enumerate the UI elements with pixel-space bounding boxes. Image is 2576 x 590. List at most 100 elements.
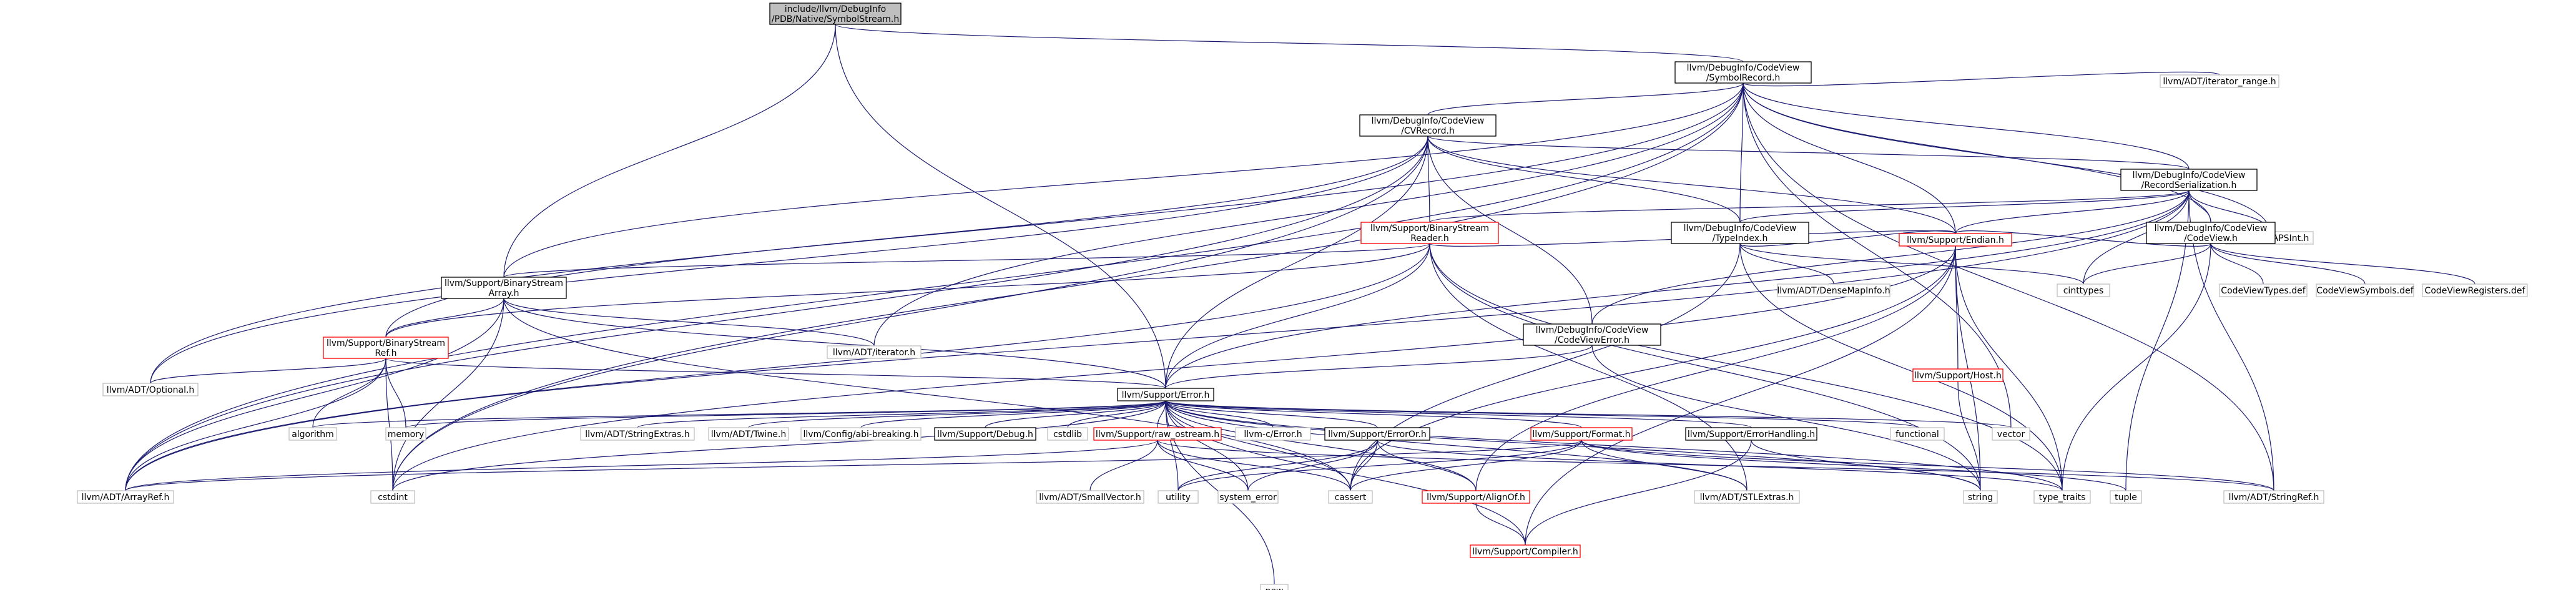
node-label: /CodeView.h <box>2184 234 2238 243</box>
node-label: /TypeIndex.h <box>1713 234 1768 243</box>
edge-error-to-compiler <box>1165 400 1526 546</box>
edge-error-to-memory <box>405 400 1166 428</box>
node-cvsymbols: CodeViewSymbols.def <box>2316 283 2414 297</box>
node-systemerror: system_error <box>1217 490 1279 504</box>
edge-cvrec-to-bsreader <box>1427 135 1430 223</box>
edge-erroror-to-alignof <box>1377 440 1477 491</box>
node-label: llvm/Support/BinaryStream <box>1370 224 1489 234</box>
edge-errhandling-to-string <box>1751 440 1981 491</box>
node-label: system_error <box>1219 493 1277 503</box>
node-typeindex[interactable]: llvm/DebugInfo/CodeView/TypeIndex.h <box>1671 222 1809 244</box>
node-box <box>1093 427 1222 441</box>
node-alignof[interactable]: llvm/Support/AlignOf.h <box>1422 490 1530 504</box>
edge-error-to-cerror <box>1165 400 1274 428</box>
edge-typeindex-to-densemapinfo <box>1739 243 1834 285</box>
edge-error-to-debug <box>985 400 1166 428</box>
edge-cvrec-to-typeindex <box>1427 135 1741 223</box>
edge-alignof-to-compiler <box>1475 503 1526 546</box>
node-box <box>1694 490 1800 504</box>
node-box <box>1523 323 1661 346</box>
node-box <box>288 427 337 441</box>
node-rawostream[interactable]: llvm/Support/raw_ostream.h <box>1093 427 1222 441</box>
node-box <box>2422 283 2528 297</box>
node-recser[interactable]: llvm/DebugInfo/CodeView/RecordSerializat… <box>2120 169 2258 191</box>
node-endian[interactable]: llvm/Support/Endian.h <box>1899 233 2012 247</box>
node-box <box>1890 427 1945 441</box>
node-erroror[interactable]: llvm/Support/ErrorOr.h <box>1324 427 1430 441</box>
node-box <box>1685 427 1817 441</box>
node-label: llvm/ADT/iterator.h <box>833 348 915 358</box>
edge-codeview-to-cvregisters <box>2210 243 2475 285</box>
node-box <box>1470 544 1581 558</box>
edge-bsref-to-error <box>385 358 1166 389</box>
edge-bsreader-to-string <box>1429 243 1981 491</box>
node-label: llvm/Support/Format.h <box>1532 430 1630 440</box>
edge-error-to-abibreaking <box>860 400 1166 428</box>
edge-symrec-to-typeindex <box>1739 82 1744 223</box>
edge-format-to-stringref <box>1581 440 2274 491</box>
node-label: llvm/Support/BinaryStream <box>327 338 445 348</box>
node-label: llvm/Config/abi-breaking.h <box>803 430 918 440</box>
node-box <box>1117 388 1214 401</box>
edge-layer <box>125 24 2475 585</box>
edge-recser-to-stringref <box>2188 190 2274 491</box>
edge-error-to-algorithm <box>312 400 1166 428</box>
edge-rawostream-to-systemerror <box>1157 440 1249 491</box>
edge-endian-to-alignof <box>1475 245 1956 491</box>
node-format[interactable]: llvm/Support/Format.h <box>1530 427 1633 441</box>
node-vector: vector <box>1992 427 2030 441</box>
node-cverror[interactable]: llvm/DebugInfo/CodeView/CodeViewError.h <box>1523 323 1661 346</box>
edge-format-to-stlextras <box>1581 440 1748 491</box>
node-cvrec[interactable]: llvm/DebugInfo/CodeView/CVRecord.h <box>1359 114 1497 137</box>
edge-bsref-to-algorithm <box>312 358 386 428</box>
node-label: tuple <box>2115 493 2137 503</box>
edge-error-to-vector <box>1165 400 2012 428</box>
node-compiler[interactable]: llvm/Support/Compiler.h <box>1470 544 1581 558</box>
node-debug[interactable]: llvm/Support/Debug.h <box>934 427 1036 441</box>
node-host[interactable]: llvm/Support/Host.h <box>1912 368 2003 382</box>
node-label: Array.h <box>488 288 519 298</box>
edge-codeview-to-cvtypes <box>2210 243 2264 285</box>
edge-bsref-to-arrayref <box>125 358 386 491</box>
node-label: llvm/ADT/DenseMapInfo.h <box>1777 286 1890 296</box>
edge-rawostream-to-arrayref <box>125 440 1158 491</box>
edge-bsarray-to-bsref <box>385 298 504 338</box>
node-label: llvm/DebugInfo/CodeView <box>2155 224 2268 234</box>
node-box <box>1359 114 1497 137</box>
node-label: llvm/Support/raw_ostream.h <box>1096 430 1219 440</box>
node-box <box>1360 222 1499 244</box>
node-tuple: tuple <box>2110 490 2142 504</box>
edge-bsarray-to-cstdint <box>392 298 504 491</box>
node-cerror: llvm-c/Error.h <box>1235 427 1311 441</box>
node-root[interactable]: include/llvm/DebugInfo/PDB/Native/Symbol… <box>769 2 902 25</box>
edge-endian-to-string <box>1955 245 1981 491</box>
edge-error-to-strextras <box>637 400 1166 428</box>
node-box <box>2057 283 2110 297</box>
node-box <box>1963 490 1998 504</box>
edge-rawostream-to-smallvector <box>1089 440 1158 491</box>
node-errhandling[interactable]: llvm/Support/ErrorHandling.h <box>1685 427 1817 441</box>
edge-format-to-arrayref <box>125 440 1582 491</box>
edge-typeindex-to-typetraits <box>1739 243 2063 491</box>
edge-bsref-to-optional <box>150 358 386 384</box>
node-label: CodeViewTypes.def <box>2221 286 2306 296</box>
node-box <box>2033 490 2091 504</box>
node-densemapinfo: llvm/ADT/DenseMapInfo.h <box>1777 283 1890 297</box>
node-symrec[interactable]: llvm/DebugInfo/CodeView/SymbolRecord.h <box>1674 61 1812 84</box>
node-label: llvm/ADT/StringExtras.h <box>585 430 689 440</box>
edge-codeview-to-cvsymbols <box>2210 243 2366 285</box>
node-box <box>2160 74 2279 88</box>
edge-error-to-alignof <box>1165 400 1477 491</box>
node-strextras: llvm/ADT/StringExtras.h <box>580 427 695 441</box>
edge-cvrec-to-arrayref <box>125 135 1428 491</box>
node-codeview[interactable]: llvm/DebugInfo/CodeView/CodeView.h <box>2146 222 2276 244</box>
node-box <box>769 2 902 25</box>
node-cstdlib: cstdlib <box>1047 427 1088 441</box>
node-label: Ref.h <box>375 348 397 358</box>
edge-symrec-to-recser <box>1743 82 2190 170</box>
node-error[interactable]: llvm/Support/Error.h <box>1117 388 1214 401</box>
node-box <box>934 427 1036 441</box>
